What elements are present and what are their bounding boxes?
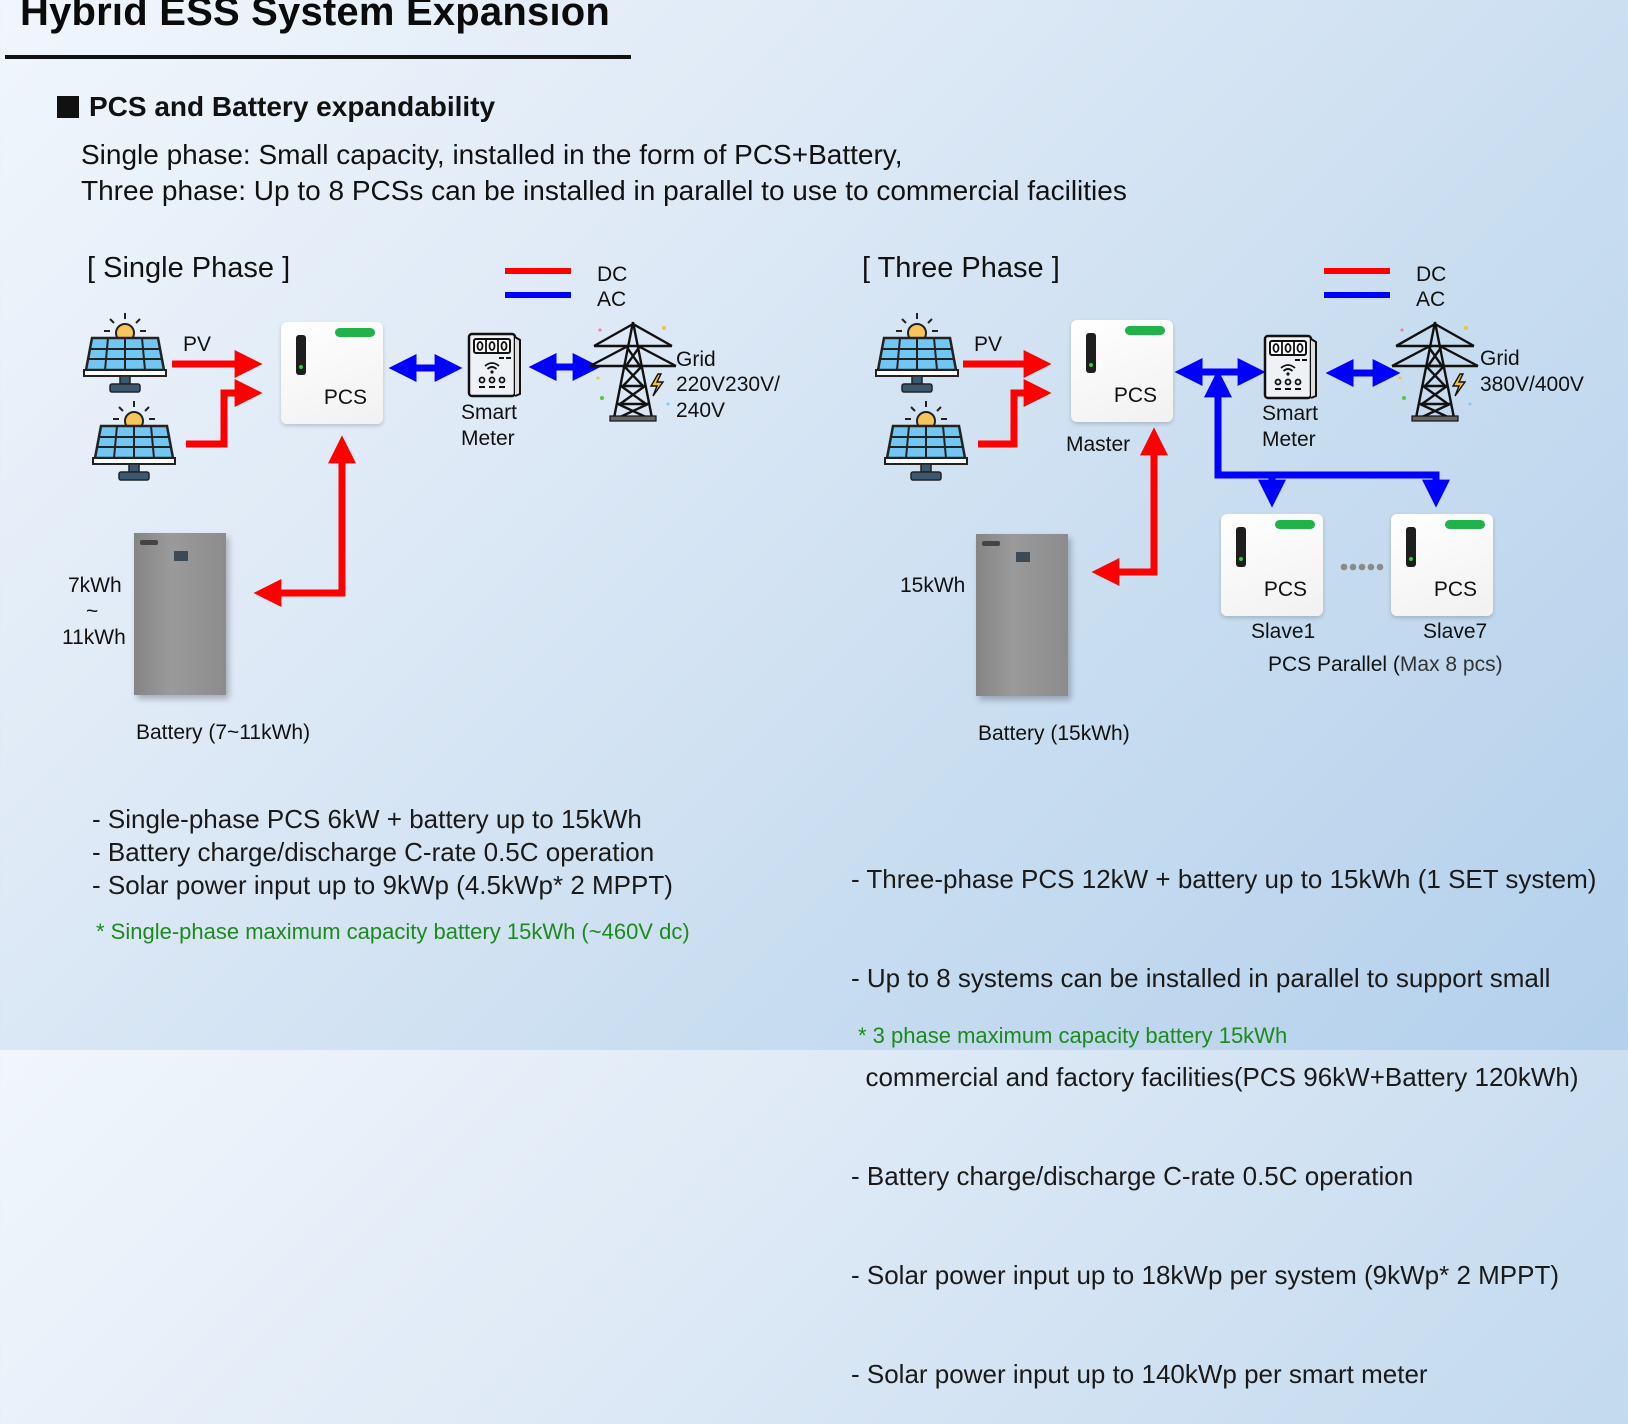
master-label: Master [1066, 433, 1131, 456]
legend-dc-line [1324, 268, 1390, 274]
three-smart-meter-label-2: Meter [1262, 428, 1316, 451]
single-bullet: - Battery charge/discharge C-rate 0.5C o… [92, 837, 655, 867]
three-bullet: commercial and factory facilities(PCS 96… [851, 1062, 1579, 1092]
connection-wires [172, 350, 1450, 607]
pcs-label: PCS [1433, 578, 1477, 601]
single-bullet: - Single-phase PCS 6kW + battery up to 1… [92, 804, 642, 834]
pcs-brand-badge-icon [1445, 520, 1485, 529]
single-bullet-list: - Single-phase PCS 6kW + battery up to 1… [92, 803, 673, 902]
pcs-label: PCS [1263, 578, 1307, 601]
transmission-tower-icon [589, 321, 677, 422]
pcs-parallel-caption-max: Max 8 pcs) [1399, 653, 1503, 676]
single-pv2-to-pcs-arrow [186, 379, 263, 448]
battery-logo-icon [140, 540, 158, 545]
square-bullet-icon [57, 96, 79, 118]
single-smart-meter-label-1: Smart [461, 401, 518, 424]
solar-panel-icon [83, 313, 167, 393]
three-battery-unit [976, 534, 1068, 696]
slave7-label: Slave7 [1423, 620, 1488, 643]
slave-pcs-unit: PCS [1221, 514, 1323, 616]
single-battery-capacity-max: 11kWh [62, 626, 126, 649]
slave1-label: Slave1 [1251, 620, 1316, 643]
section-heading-text: PCS and Battery expandability [89, 91, 496, 122]
single-pv-label: PV [183, 333, 212, 356]
three-bullet: - Up to 8 systems can be installed in pa… [851, 963, 1551, 993]
single-phase-label: [ Single Phase ] [87, 252, 291, 284]
single-grid-label: Grid [676, 348, 716, 371]
three-pcs-battery-arrow [1091, 427, 1168, 586]
legend-dc-label: DC [1416, 263, 1447, 286]
legend-ac-label: AC [597, 288, 627, 311]
legend-ac-line [505, 292, 571, 298]
single-smart-meter-label-2: Meter [461, 427, 515, 450]
intro-line-single: Single phase: Small capacity, installed … [81, 139, 903, 170]
pcs-parallel-caption: PCS Parallel (Max 8 pcs) [1268, 652, 1503, 678]
three-grid-voltage: 380V/400V [1480, 373, 1584, 396]
three-bullet-list: - Three-phase PCS 12kW + battery up to 1… [851, 797, 1596, 1424]
slave-pcs-unit: PCS [1391, 514, 1493, 616]
title-underline [5, 55, 631, 59]
three-pv2-to-pcs-arrow [978, 379, 1052, 448]
legend-ac-line [1324, 292, 1390, 298]
smart-meter-icon [1263, 334, 1317, 400]
three-smart-meter-label-1: Smart [1262, 402, 1319, 425]
three-battery-caption: Battery (15kWh) [978, 722, 1130, 745]
pcs-brand-badge-icon [1125, 326, 1165, 335]
solar-panel-icon [884, 401, 968, 481]
single-battery-caption: Battery (7~11kWh) [136, 721, 311, 744]
pcs-display-icon [1406, 527, 1416, 567]
three-battery-capacity: 15kWh [900, 574, 966, 597]
single-battery-unit [134, 533, 226, 695]
page-title: Hybrid ESS System Expansion [20, 0, 611, 34]
pcs-display-icon [1086, 333, 1096, 373]
pcs-label: PCS [323, 386, 367, 409]
single-phase-note: * Single-phase maximum capacity battery … [96, 919, 690, 944]
solar-panel-icon [92, 401, 176, 481]
three-pcs-master-unit: PCS [1071, 320, 1173, 422]
single-bullet: - Solar power input up to 9kWp (4.5kWp* … [92, 870, 673, 900]
pcs-display-icon [296, 335, 306, 375]
pcs-led-icon [299, 365, 303, 369]
three-grid-label: Grid [1480, 347, 1520, 370]
battery-logo-icon [982, 541, 1000, 546]
three-pv-label: PV [974, 333, 1003, 356]
three-bullet: - Battery charge/discharge C-rate 0.5C o… [851, 1161, 1414, 1191]
pcs-label: PCS [1113, 384, 1157, 407]
transmission-tower-icon [1391, 321, 1479, 422]
three-bus-to-slaves [1204, 369, 1450, 508]
battery-panel-icon [174, 551, 188, 561]
single-grid-voltage-2: 240V [676, 399, 726, 422]
pcs-display-icon [1236, 527, 1246, 567]
single-battery-capacity-min: 7kWh [68, 574, 122, 597]
battery-panel-icon [1016, 552, 1030, 562]
three-bullet: - Three-phase PCS 12kW + battery up to 1… [851, 864, 1597, 894]
three-phase-note: * 3 phase maximum capacity battery 15kWh [858, 1023, 1288, 1048]
smart-meter-icon [467, 332, 521, 398]
pcs-led-icon [1089, 363, 1093, 367]
section-heading: PCS and Battery expandability [57, 91, 495, 123]
three-bullet: - Solar power input up to 140kWp per sma… [851, 1359, 1428, 1389]
pcs-brand-badge-icon [335, 328, 375, 337]
three-bullet: - Solar power input up to 18kWp per syst… [851, 1260, 1560, 1290]
pcs-parallel-caption-main: PCS Parallel ( [1268, 653, 1400, 676]
single-grid-voltage-1: 220V230V/ [676, 373, 780, 396]
intro-line-three: Three phase: Up to 8 PCSs can be install… [81, 175, 1127, 206]
pcs-led-icon [1239, 557, 1243, 561]
single-battery-capacity-tilde: ~ [86, 600, 99, 623]
solar-panel-icon [875, 313, 959, 393]
single-pcs-battery-arrow [253, 435, 356, 607]
single-pcs-unit: PCS [281, 322, 383, 424]
ellipsis-dots-icon [1340, 558, 1384, 571]
legend-ac-label: AC [1416, 288, 1446, 311]
legend-dc-label: DC [597, 263, 628, 286]
pcs-brand-badge-icon [1275, 520, 1315, 529]
three-phase-label: [ Three Phase ] [862, 252, 1060, 284]
pcs-led-icon [1409, 557, 1413, 561]
legend-dc-line [505, 268, 571, 274]
